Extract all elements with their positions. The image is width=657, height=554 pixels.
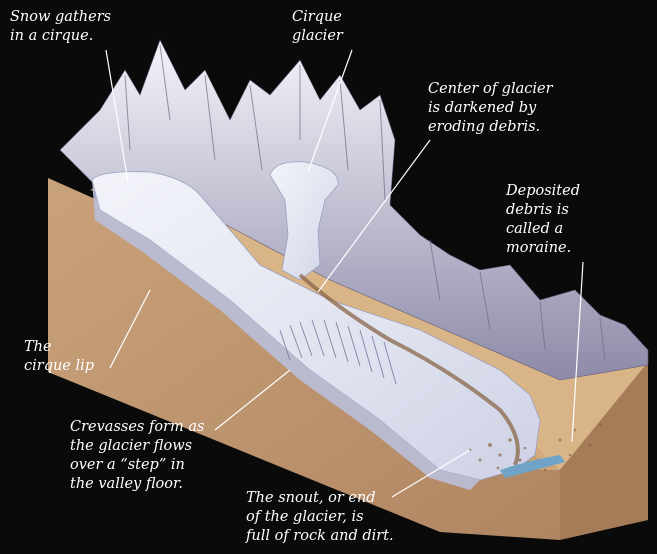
label-cirque-lip: The cirque lip bbox=[24, 338, 94, 376]
label-crevasses: Crevasses form as the glacier flows over… bbox=[70, 418, 204, 494]
label-center-of-glacier: Center of glacier is darkened by eroding… bbox=[428, 80, 553, 137]
label-cirque-glacier: Cirque glacier bbox=[292, 8, 343, 46]
label-deposited-debris: Deposited debris is called a moraine. bbox=[506, 182, 580, 258]
label-snout: The snout, or end of the glacier, is ful… bbox=[246, 489, 394, 546]
label-snow-gathers: Snow gathers in a cirque. bbox=[10, 8, 111, 46]
